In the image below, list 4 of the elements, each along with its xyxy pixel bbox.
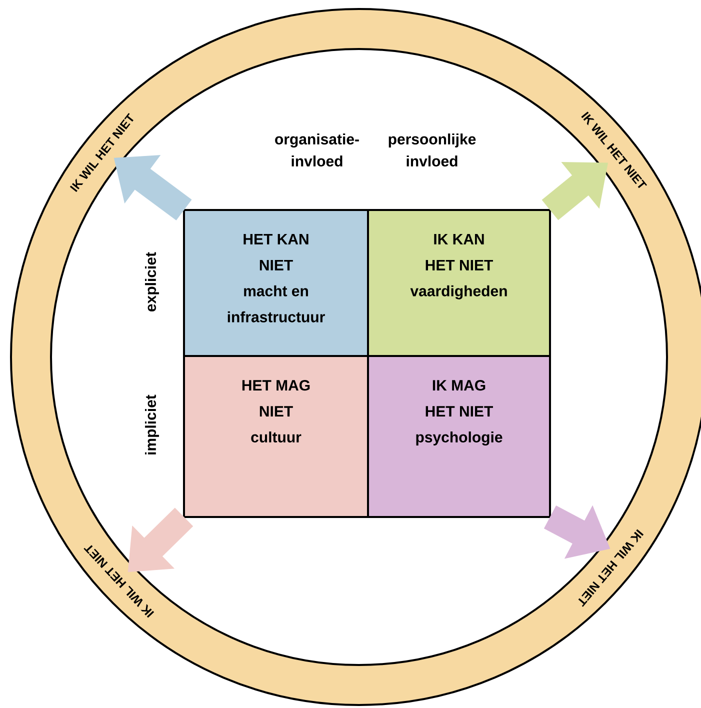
axis-label: expliciet [145, 252, 159, 312]
axis-label: impliciet [145, 394, 159, 454]
axis-label: organisatie-invloed [275, 134, 359, 166]
axis-label: persoonlijke invloed [388, 134, 476, 166]
